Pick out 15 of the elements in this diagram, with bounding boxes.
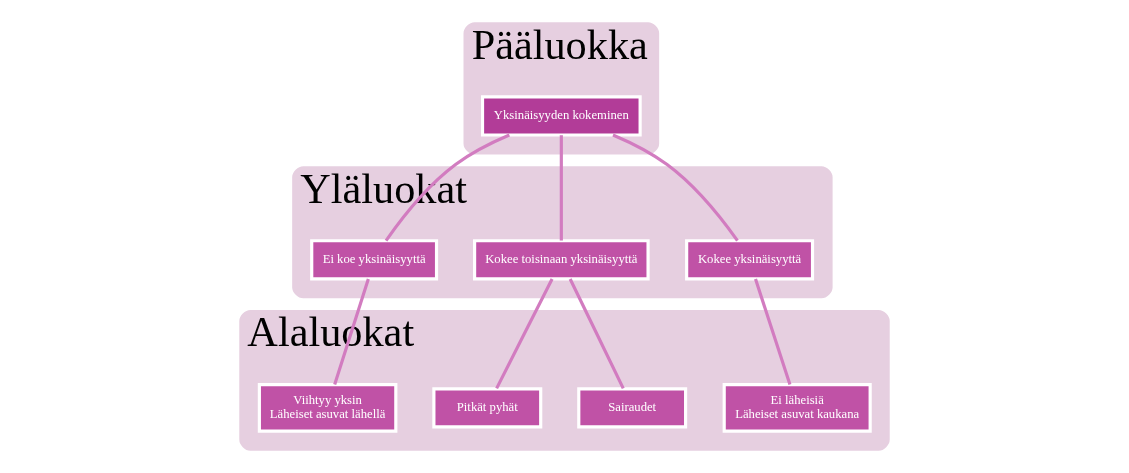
node-box: Kokee toisinaan yksinäisyyttä xyxy=(473,239,650,281)
node-box: Ei koe yksinäisyyttä xyxy=(310,239,439,281)
node-box: Sairaudet xyxy=(577,387,688,429)
connector xyxy=(754,278,792,386)
node-box: Pitkät pyhät xyxy=(432,387,543,429)
connector xyxy=(612,133,739,242)
connector xyxy=(384,133,510,242)
node-box: Yksinäisyyden kokeminen xyxy=(480,95,642,137)
connector xyxy=(495,278,554,390)
connector xyxy=(333,278,370,386)
connector xyxy=(568,278,625,390)
node-box: Kokee yksinäisyyttä xyxy=(685,239,815,281)
node-box: Ei läheisiä Läheiset asuvat kaukana xyxy=(722,383,872,433)
node-box: Viihtyy yksin Läheiset asuvat lähellä xyxy=(257,383,398,433)
connector xyxy=(559,135,563,241)
